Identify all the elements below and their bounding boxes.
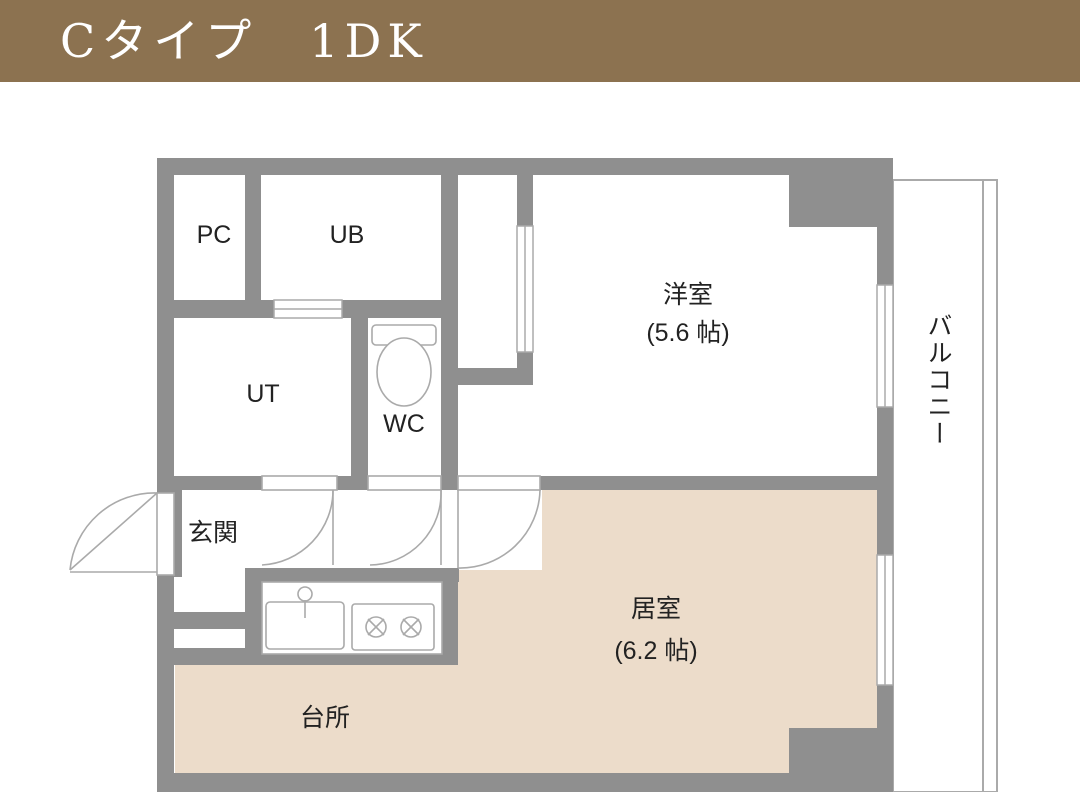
stove-icon <box>351 603 435 651</box>
room-label-ub: UB <box>330 221 365 249</box>
room-size-kyoshitsu: (6.2 帖) <box>614 637 697 665</box>
doors <box>69 475 541 576</box>
page-title: Cタイプ 1DK <box>60 14 428 68</box>
toilet-icon <box>371 324 437 407</box>
header-bar: Cタイプ 1DK <box>0 0 1080 82</box>
room-label-pc: PC <box>197 221 232 249</box>
room-label-balcony: バルコニー <box>924 313 952 448</box>
room-label-kyoshitsu: 居室 <box>631 595 681 623</box>
room-label-genkan: 玄関 <box>188 519 238 547</box>
windows <box>273 225 894 686</box>
room-label-ut: UT <box>246 380 279 408</box>
room-label-daidokoro: 台所 <box>300 704 350 732</box>
kitchen-counter <box>261 581 443 655</box>
room-label-yoshitsu: 洋室 <box>663 281 713 309</box>
balcony <box>892 179 998 792</box>
room-size-yoshitsu: (5.6 帖) <box>646 319 729 347</box>
room-label-wc: WC <box>383 410 425 438</box>
